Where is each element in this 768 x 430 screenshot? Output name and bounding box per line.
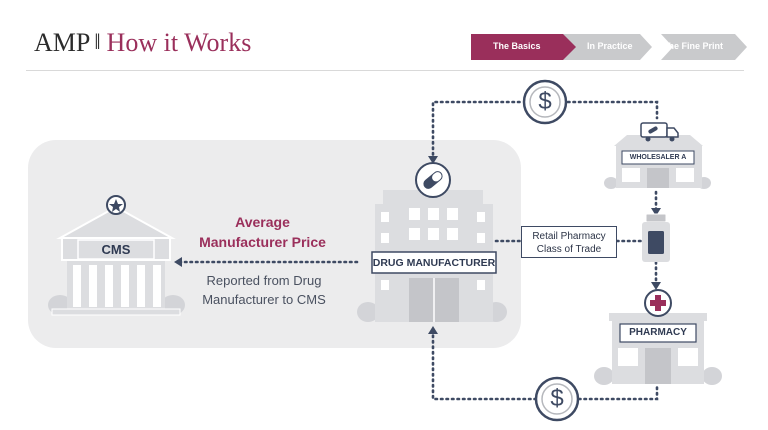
title-main: AMP <box>34 28 91 57</box>
dollar-symbol-top: $ <box>538 88 552 115</box>
manufacturer-sign: DRUG MANUFACTURER <box>372 257 496 269</box>
wholesaler-sign: WHOLESALER A <box>629 154 687 161</box>
page-title: AMP‖How it Works <box>34 28 251 58</box>
header-divider <box>26 70 744 71</box>
title-subtitle: How it Works <box>106 28 252 57</box>
pill-bottle-icon <box>642 213 670 262</box>
manufacturer-sign-plate <box>371 251 497 274</box>
reported-label: Reported from Drug Manufacturer to CMS <box>202 273 326 307</box>
tab-the-basics[interactable]: The Basics <box>493 41 541 51</box>
truck-icon <box>640 122 679 142</box>
report-arrowhead <box>174 257 182 267</box>
trade-class-box: Retail Pharmacy Class of Trade <box>521 226 617 258</box>
step-tabs: The Basics In Practice The Fine Print <box>471 34 747 60</box>
dollar-icon-bottom <box>534 376 580 422</box>
payment-path-bottom-left <box>431 328 537 401</box>
pharmacy-sign: PHARMACY <box>629 327 687 338</box>
payment-path-bottom-right <box>577 383 659 401</box>
pharmacy-arrowhead <box>651 282 661 290</box>
cms-sign-plate <box>77 239 155 260</box>
tab-the-fine-print[interactable]: The Fine Print <box>663 41 724 51</box>
trade-class-label: Retail Pharmacy Class of Trade <box>532 231 606 255</box>
payment-arrowhead-top <box>428 156 438 164</box>
pharmacy-sign-plate <box>619 323 697 343</box>
wholesaler-arrowhead <box>651 208 661 216</box>
tab-in-practice[interactable]: In Practice <box>587 41 633 51</box>
dollar-symbol-bottom: $ <box>550 385 564 412</box>
pharmacy-building-icon <box>594 289 722 385</box>
payment-path-top-left <box>431 100 525 162</box>
amp-label: Average Manufacturer Price <box>199 214 326 250</box>
dollar-icon-top <box>522 79 568 125</box>
title-separator: ‖ <box>94 29 101 54</box>
cms-sign: CMS <box>101 242 131 257</box>
payment-arrowhead-bottom <box>428 326 438 334</box>
wholesaler-sign-plate <box>621 150 695 165</box>
payment-path-top-right <box>566 100 659 120</box>
